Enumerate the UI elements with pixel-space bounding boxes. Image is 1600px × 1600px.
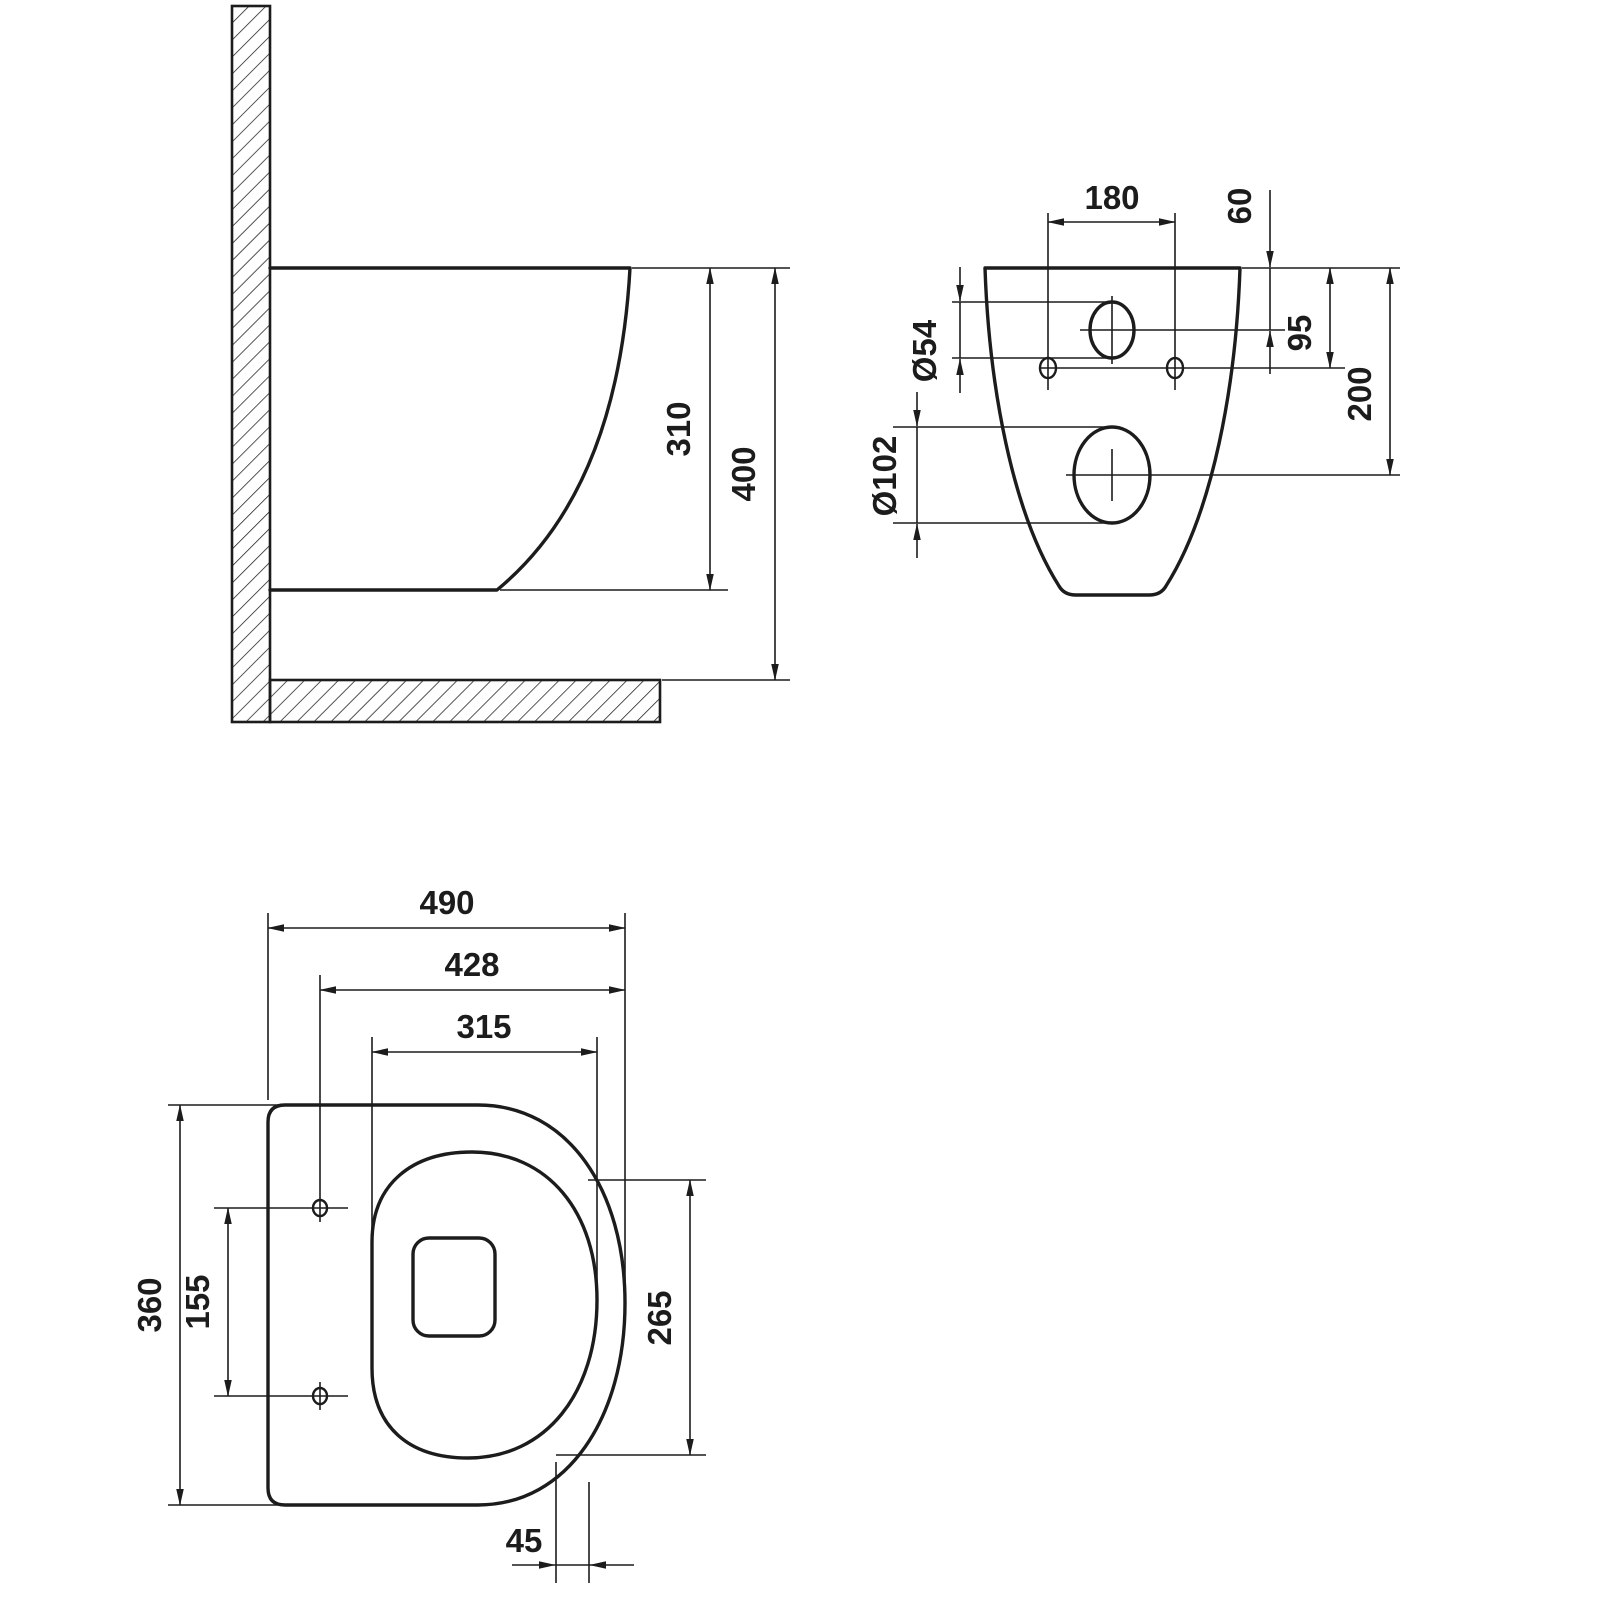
plan-view: 490 428 315 360 155 265 — [131, 884, 706, 1583]
body-outline — [983, 266, 1242, 597]
dim-front-offset: 45 — [506, 1462, 634, 1583]
overall-width-label: 360 — [131, 1277, 168, 1332]
wall-section — [230, 4, 272, 724]
outer-outline — [266, 1103, 627, 1507]
top-to-outlet-label: 200 — [1341, 366, 1378, 421]
dim-overall-width: 360 — [131, 1104, 290, 1506]
dim-fixing-spacing: 180 — [1047, 179, 1176, 390]
bowl-height-label: 310 — [660, 401, 697, 456]
bowl-width-label: 265 — [641, 1290, 678, 1345]
bowl-depth-label: 315 — [456, 1008, 511, 1045]
side-view: 310 400 — [230, 4, 790, 724]
fixing-depth-label: 428 — [444, 946, 499, 983]
bowl-profile — [268, 266, 632, 592]
dim-overall-depth: 490 — [267, 884, 626, 1298]
fixing-hole-spacing-label: 155 — [179, 1274, 216, 1329]
dim-fixing-depth: 428 — [319, 946, 626, 1222]
top-to-fixing-label: 95 — [1281, 315, 1318, 352]
dim-fixing-hole-spacing: 155 — [179, 1207, 232, 1397]
dim-outlet-diameter: Ø102 — [866, 392, 1112, 558]
outlet-diameter-label: Ø102 — [866, 436, 903, 517]
dim-total-height: 400 — [662, 267, 790, 681]
dim-bowl-height: 310 — [500, 267, 790, 591]
dim-top-to-outlet: 200 — [1341, 267, 1394, 476]
dim-top-to-fixing: 95 — [1281, 267, 1334, 369]
bowl-rim — [370, 1150, 599, 1460]
overall-depth-label: 490 — [419, 884, 474, 921]
rear-view: 180 60 95 200 Ø54 — [866, 179, 1400, 597]
dim-bowl-depth: 315 — [371, 1008, 598, 1300]
drain-opening — [411, 1236, 497, 1338]
dim-top-to-inlet: 60 — [1221, 188, 1274, 374]
dim-bowl-width: 265 — [556, 1179, 706, 1456]
inlet-diameter-label: Ø54 — [906, 319, 943, 382]
total-height-label: 400 — [725, 446, 762, 501]
dim-inlet-diameter: Ø54 — [906, 267, 1112, 393]
floor-section — [268, 678, 662, 724]
top-to-inlet-label: 60 — [1221, 188, 1258, 225]
fixing-spacing-label: 180 — [1084, 179, 1139, 216]
front-offset-label: 45 — [506, 1522, 543, 1559]
